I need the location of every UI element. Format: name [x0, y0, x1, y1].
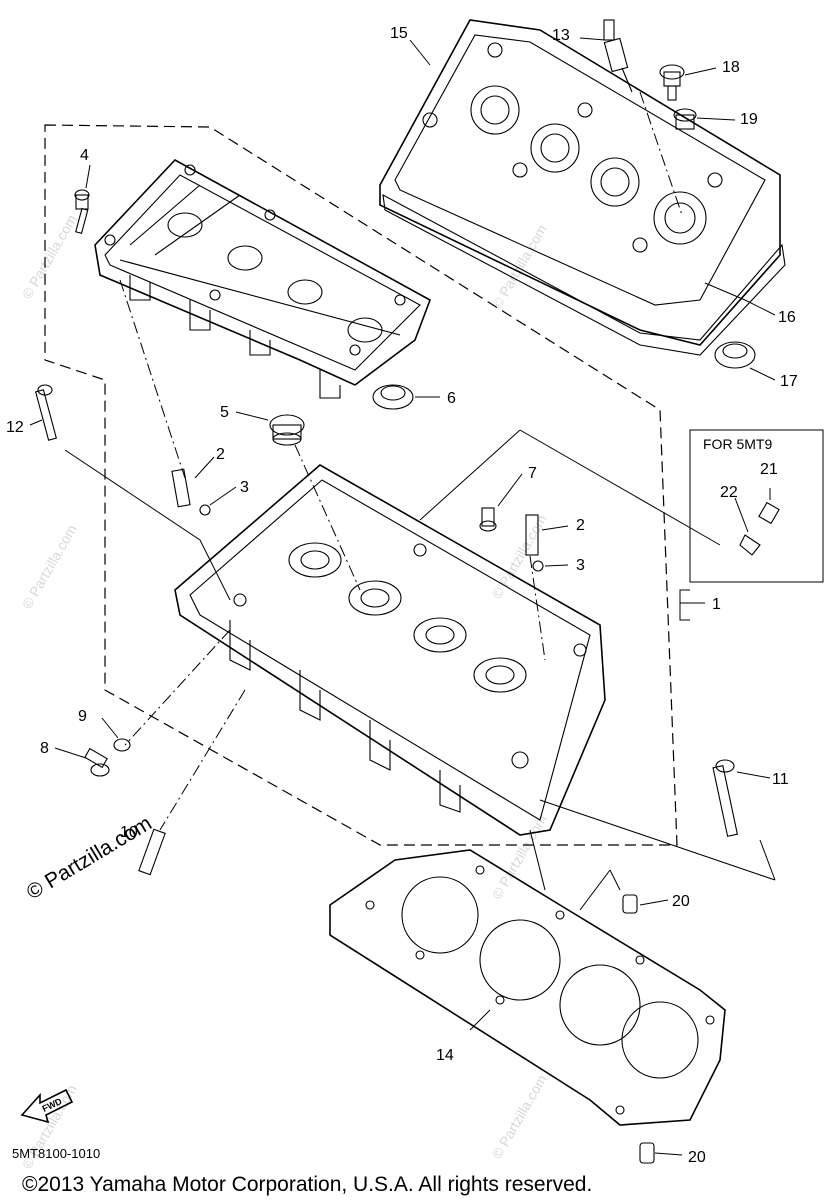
bolt-4: [74, 189, 90, 235]
callout-10: 10: [120, 824, 138, 841]
variant-box-label: FOR 5MT9: [703, 436, 772, 452]
stud-2-right: [525, 514, 539, 556]
callout-16: 16: [778, 309, 796, 326]
assembly-boundary-dashed: [44, 124, 678, 846]
callout-3-right: 3: [576, 557, 585, 574]
callout-4: 4: [80, 147, 89, 164]
dowel-20-top: [622, 894, 638, 914]
callout-19: 19: [740, 111, 758, 128]
watermark-faint: © Partzilla.com: [489, 812, 550, 902]
dowel-20-bottom: [639, 1142, 655, 1164]
callout-18: 18: [722, 59, 740, 76]
callout-5: 5: [220, 404, 229, 421]
spark-plug-13: [603, 19, 633, 93]
watermark-faint: © Partzilla.com: [19, 522, 80, 612]
callout-2-right: 2: [576, 517, 585, 534]
callout-21: 21: [760, 461, 778, 478]
stud-10: [138, 828, 166, 876]
callout-20-bottom: 20: [688, 1149, 706, 1166]
dowel-3-left: [199, 504, 211, 516]
plug-5: [269, 414, 305, 446]
plug-seal-6: [372, 384, 414, 410]
watermark-faint-group: © Partzilla.com © Partzilla.com © Partzi…: [19, 212, 550, 1172]
callout-1: 1: [712, 596, 721, 613]
copyright-notice: ©2013 Yamaha Motor Corporation, U.S.A. A…: [22, 1173, 592, 1196]
callout-17: 17: [780, 373, 798, 390]
valve-cover-illustration: [379, 19, 781, 346]
callout-12: 12: [6, 419, 24, 436]
bolt-8: [84, 747, 110, 777]
watermark-faint: © Partzilla.com: [489, 1072, 550, 1162]
fwd-arrow-icon: FWD: [20, 1088, 74, 1124]
callout-6: 6: [447, 390, 456, 407]
callout-15: 15: [390, 25, 408, 42]
bolt-11: [712, 759, 739, 837]
camshaft-holder-illustration: [94, 159, 431, 399]
watermark-dark: © Partzilla.com: [23, 812, 156, 905]
callout-2-left: 2: [216, 446, 225, 463]
callout-11: 11: [772, 771, 789, 788]
callout-22: 22: [720, 484, 738, 501]
callout-3-left: 3: [240, 479, 249, 496]
watermark-faint: © Partzilla.com: [489, 512, 550, 602]
cylinder-head-illustration: [174, 464, 606, 836]
callout-20-top: 20: [672, 893, 690, 910]
callout-13: 13: [552, 27, 570, 44]
watermark-faint: © Partzilla.com: [19, 212, 80, 302]
bolt-18: [659, 64, 685, 101]
callout-numbers: 15 13 18 19 4 16 17 6 5 12 2 3 7 2 3 1 2…: [6, 25, 798, 1166]
bolt-12: [34, 384, 58, 441]
callout-9: 9: [78, 708, 87, 725]
fitting-7: [479, 507, 497, 532]
callout-14: 14: [436, 1047, 454, 1064]
callout-7: 7: [528, 465, 537, 482]
variant-box: FOR 5MT9: [689, 429, 824, 583]
stud-2-left: [171, 468, 191, 508]
callout-8: 8: [40, 740, 49, 757]
reference-code: 5MT8100-1010: [12, 1146, 100, 1161]
leader-lines: [29, 37, 776, 1156]
plug-seal-17: [714, 341, 756, 369]
washer-9: [113, 738, 131, 752]
dowel-3-right: [532, 560, 544, 572]
head-gasket-illustration: [329, 849, 726, 1126]
valve-cover-gasket-illustration: [382, 194, 786, 356]
watermark-faint: © Partzilla.com: [489, 222, 550, 312]
grommet-19: [673, 108, 697, 130]
